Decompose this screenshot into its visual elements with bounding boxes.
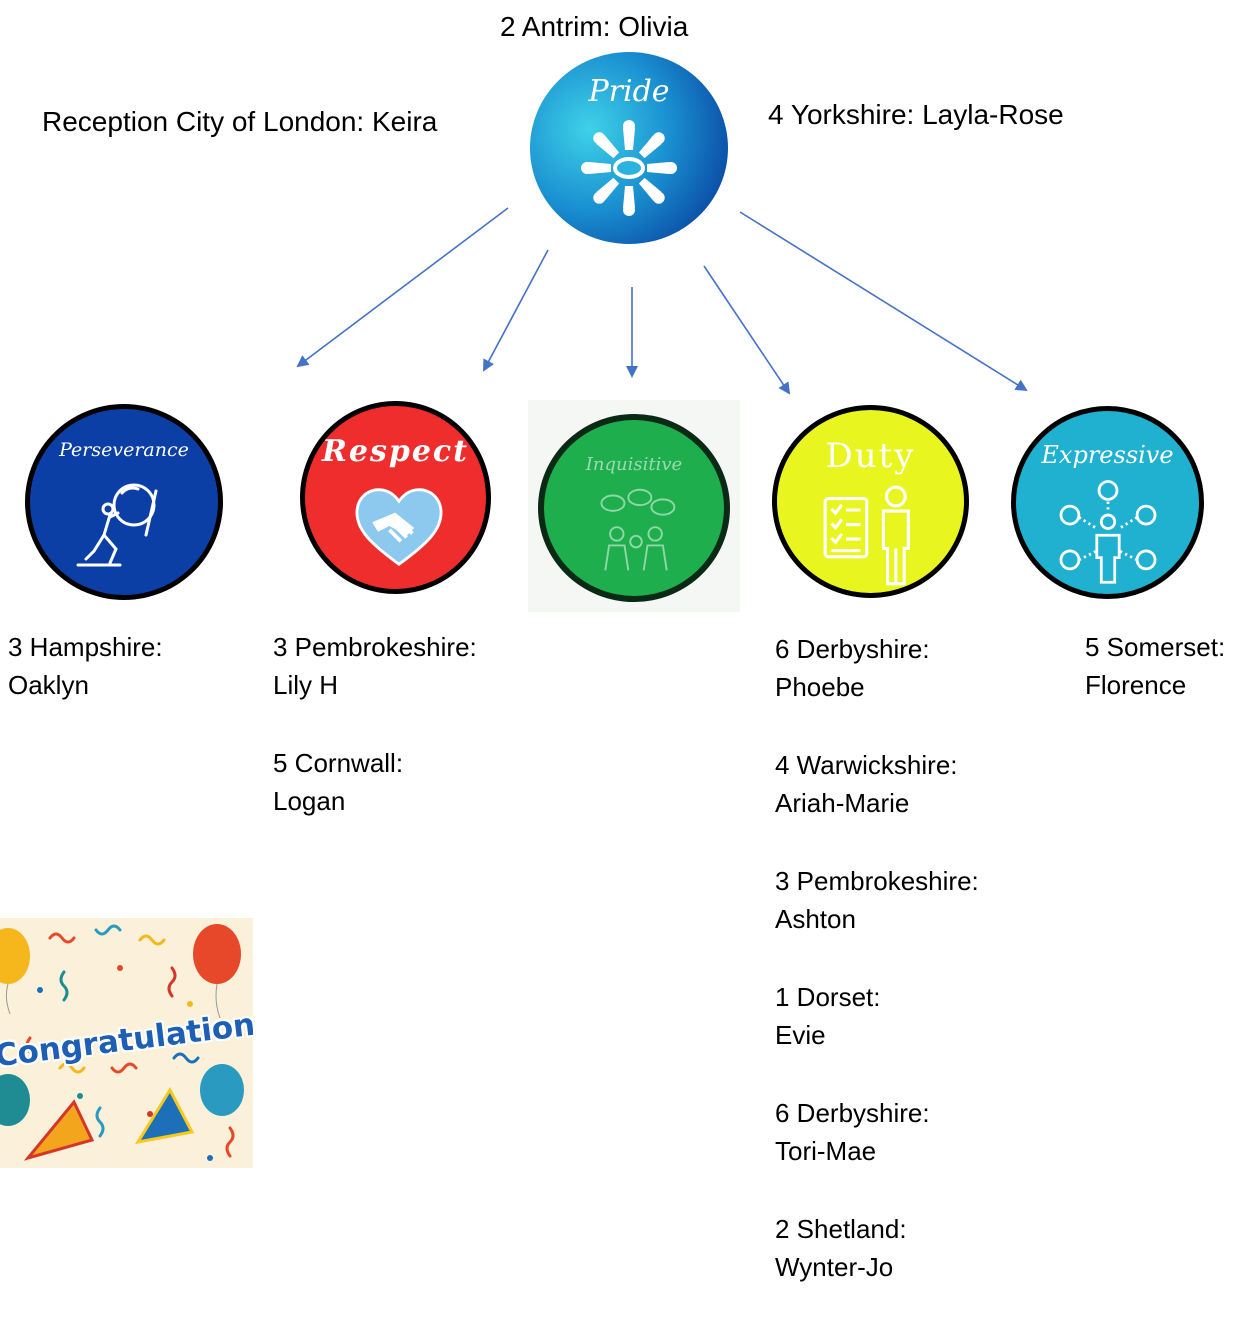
person-emotions-icon: [1059, 480, 1157, 584]
hands-circle-icon: [581, 120, 677, 216]
expressive-winners: 5 Somerset: Florence: [1085, 628, 1225, 744]
duty-badge: Duty: [772, 405, 969, 598]
winner-name: Tori-Mae: [775, 1136, 877, 1166]
winner-name: Oaklyn: [8, 670, 89, 700]
list-item: 5 Somerset: Florence: [1085, 628, 1225, 704]
confetti-balloons-icon: [0, 924, 244, 1161]
list-item: 3 Hampshire: Oaklyn: [8, 628, 163, 704]
expressive-badge: Expressive: [1011, 406, 1204, 599]
pride-badge: Pride: [530, 52, 728, 244]
winner-class: 4 Warwickshire:: [775, 750, 958, 780]
respect-badge: Respect: [300, 401, 491, 594]
list-item: 2 Shetland: Wynter-Jo: [775, 1210, 979, 1286]
pride-winner-left: Reception City of London: Keira: [42, 106, 438, 137]
respect-badge-title: Respect: [321, 434, 470, 469]
expressive-badge-title: Expressive: [1041, 441, 1174, 469]
winner-name: Florence: [1085, 670, 1187, 700]
winner-class: 5 Somerset:: [1085, 632, 1226, 662]
respect-winners: 3 Pembrokeshire: Lily H 5 Cornwall: Loga…: [273, 628, 477, 860]
winner-name: Ashton: [775, 904, 856, 934]
winner-class: 3 Pembrokeshire:: [775, 866, 979, 896]
perseverance-winners: 3 Hampshire: Oaklyn: [8, 628, 163, 744]
winner-class: 6 Derbyshire:: [775, 634, 930, 664]
congratulations-image: Congratulations!: [0, 918, 253, 1168]
winner-class: 2 Shetland:: [775, 1214, 907, 1244]
perseverance-badge-title: Perseverance: [59, 439, 189, 461]
winner-class: 1 Dorset:: [775, 982, 881, 1012]
arrow-to-perseverance: [296, 207, 509, 368]
perseverance-badge: Perseverance: [25, 404, 223, 600]
winner-class: 3 Hampshire:: [8, 632, 163, 662]
arrows-layer: [296, 207, 1028, 395]
pride-winner-right: 4 Yorkshire: Layla-Rose: [768, 99, 1064, 130]
winner-name: Lily H: [273, 670, 339, 700]
list-item: 1 Dorset: Evie: [775, 978, 979, 1054]
thinking-people-icon: [600, 488, 676, 571]
heart-handshake-icon: [355, 488, 443, 567]
person-checklist-icon: [823, 485, 910, 586]
climber-pushing-boulder-icon: [76, 483, 158, 567]
list-item: 3 Pembrokeshire: Lily H: [273, 628, 477, 704]
inquisitive-badge: Inquisitive: [538, 414, 730, 602]
list-item: 6 Derbyshire: Tori-Mae: [775, 1094, 979, 1170]
winner-name: Logan: [273, 786, 346, 816]
arrow-to-respect: [483, 249, 549, 372]
duty-winners: 6 Derbyshire: Phoebe 4 Warwickshire: Ari…: [775, 630, 979, 1326]
winner-class: 3 Pembrokeshire:: [273, 632, 477, 662]
winner-name: Evie: [775, 1020, 826, 1050]
winner-name: Phoebe: [775, 672, 865, 702]
inquisitive-badge-frame: Inquisitive: [528, 400, 740, 612]
winner-class: 5 Cornwall:: [273, 748, 404, 778]
arrow-to-expressive: [739, 211, 1028, 392]
winner-name: Wynter-Jo: [775, 1252, 894, 1282]
list-item: 5 Cornwall: Logan: [273, 744, 477, 820]
pride-badge-title: Pride: [588, 74, 670, 109]
list-item: 3 Pembrokeshire: Ashton: [775, 862, 979, 938]
list-item: 6 Derbyshire: Phoebe: [775, 630, 979, 706]
duty-badge-title: Duty: [825, 436, 916, 476]
inquisitive-badge-title: Inquisitive: [585, 454, 683, 475]
winner-class: 6 Derbyshire:: [775, 1098, 930, 1128]
list-item: 4 Warwickshire: Ariah-Marie: [775, 746, 979, 822]
pride-winner-top: 2 Antrim: Olivia: [500, 11, 689, 42]
arrow-to-duty: [703, 265, 791, 395]
winner-name: Ariah-Marie: [775, 788, 910, 818]
